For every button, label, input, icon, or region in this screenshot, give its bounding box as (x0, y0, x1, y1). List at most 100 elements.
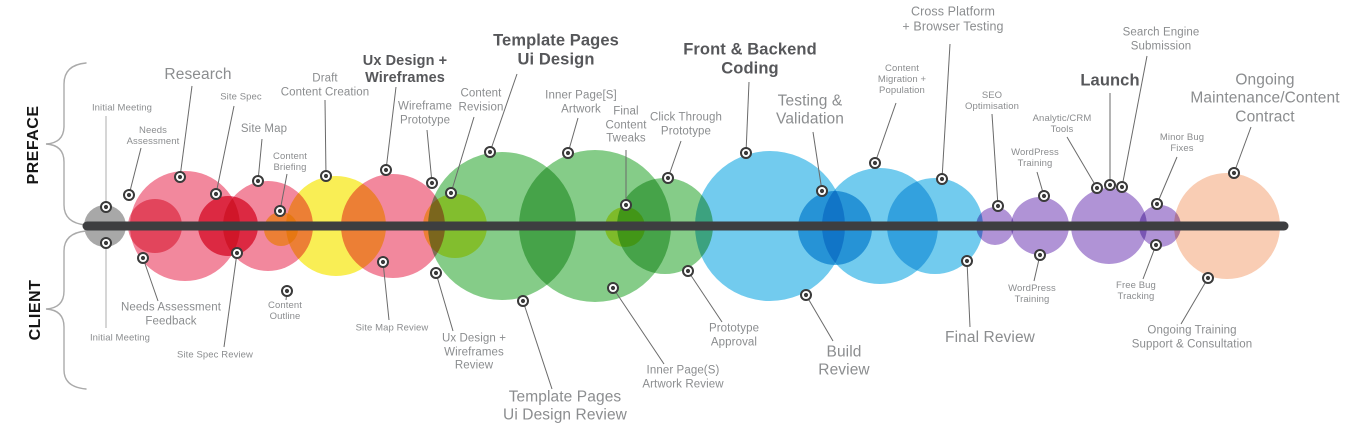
milestone-dot-core (126, 192, 132, 198)
label-minor-bug-fixes: Minor Bug Fixes (1159, 131, 1205, 154)
milestone-dot-core (277, 208, 283, 214)
connector-site-map-review (382, 261, 390, 321)
milestone-dot-core (964, 258, 970, 264)
milestone-dot-core (610, 285, 616, 291)
milestone-dot-core (140, 255, 146, 261)
milestone-dot-core (565, 150, 571, 156)
milestone-dot-core (1037, 252, 1043, 258)
label-template-pages-ui-design: Template Pages Ui Design (493, 31, 619, 69)
milestone-dot-core (1094, 185, 1100, 191)
label-ongoing-training-support-consultation: Ongoing Training Support & Consultation (1131, 324, 1253, 350)
connector-search-engine-submission (1121, 55, 1148, 188)
label-content-outline: Content Outline (268, 299, 302, 322)
milestone-dot-core (323, 173, 329, 179)
connector-prototype-approval (687, 270, 723, 323)
label-final-content-tweaks: Final Content Tweaks (605, 105, 647, 145)
milestone-dot-core (685, 268, 691, 274)
milestone-dot-core (177, 174, 183, 180)
milestone-dot-core (665, 175, 671, 181)
milestone-dot-core (819, 188, 825, 194)
connector-build-review (805, 294, 834, 342)
connector-research (179, 85, 193, 178)
milestone-dot-core (520, 298, 526, 304)
connector-testing-validation (812, 131, 823, 192)
milestone-dot-core (103, 240, 109, 246)
milestone-dot-core (380, 259, 386, 265)
connector-ux-design-wireframes-review (435, 272, 454, 332)
label-initial-meeting: Initial Meeting (89, 332, 151, 344)
label-site-map-review: Site Map Review (355, 322, 429, 334)
milestone-dot-core (1153, 242, 1159, 248)
label-launch: Launch (1080, 71, 1140, 90)
milestone-dot-core (383, 167, 389, 173)
label-seo-optimisation: SEO Optimisation (965, 89, 1019, 112)
label-ux-design-wireframes-review: Ux Design + Wireframes Review (441, 332, 507, 372)
milestone-dot-core (995, 203, 1001, 209)
label-prototype-approval: Prototype Approval (708, 322, 760, 348)
connector-cross-platform-browser-testing (941, 43, 951, 180)
label-analytic-crm-tools: Analytic/CRM Tools (1032, 112, 1092, 135)
label-wordpress-training: WordPress Training (1011, 146, 1059, 169)
milestone-dot-core (448, 190, 454, 196)
connector-needs-assessment (128, 147, 142, 196)
connector-seo-optimisation (991, 113, 999, 207)
label-content-briefing: Content Briefing (273, 150, 307, 173)
connector-click-through-prototype (667, 140, 682, 179)
connector-template-pages-ui-design-review (522, 300, 553, 390)
label-ux-design-wireframes: Ux Design + Wireframes (362, 52, 448, 86)
milestone-dot-core (743, 150, 749, 156)
label-free-bug-tracking: Free Bug Tracking (1116, 279, 1156, 302)
label-site-map: Site Map (240, 123, 288, 136)
milestone-dot-core (284, 288, 290, 294)
milestone-dot-core (1107, 182, 1113, 188)
milestone-dot-core (1154, 201, 1160, 207)
connector-ongoing-training-support-consultation (1180, 277, 1209, 325)
milestone-dot-core (433, 270, 439, 276)
label-cross-platform-browser-testing: Cross Platform + Browser Testing (902, 4, 1004, 33)
label-site-spec: Site Spec (220, 91, 262, 103)
milestone-dot-core (939, 176, 945, 182)
label-ongoing-maintenance-content-contract: Ongoing Maintenance/Content Contract (1190, 71, 1340, 126)
milestone-dot-core (1041, 193, 1047, 199)
milestone-dot-core (803, 292, 809, 298)
milestone-dot-core (234, 250, 240, 256)
connector-site-spec (215, 105, 235, 195)
label-wireframe-prototype: Wireframe Prototype (398, 100, 452, 126)
client-section-label: CLIENT (27, 279, 44, 341)
connector-content-revision (450, 116, 475, 194)
connector-ux-design-wireframes (385, 86, 397, 171)
connector-free-bug-tracking (1142, 244, 1157, 280)
milestone-dot-core (623, 202, 629, 208)
label-research: Research (164, 65, 232, 83)
connector-inner-page-s-artwork-review (612, 287, 665, 365)
label-front-backend-coding: Front & Backend Coding (683, 40, 817, 78)
label-template-pages-ui-design-review: Template Pages Ui Design Review (503, 388, 627, 424)
label-draft-content-creation: Draft Content Creation (280, 72, 370, 98)
milestone-dot-core (255, 178, 261, 184)
milestone-dot-core (429, 180, 435, 186)
label-inner-page-s-artwork: Inner Page[S] Artwork (545, 89, 617, 115)
connector-inner-page-s-artwork (567, 117, 579, 154)
connector-ongoing-maintenance-content-contract (1233, 126, 1252, 174)
milestone-dot-core (1119, 184, 1125, 190)
connector-wireframe-prototype (426, 129, 433, 184)
preface-section-label: PREFACE (25, 105, 42, 185)
connector-draft-content-creation (324, 99, 327, 177)
client-brace (45, 230, 87, 390)
label-content-migration-population: Content Migration + Population (877, 63, 927, 97)
milestone-dot-core (487, 149, 493, 155)
milestone-dot-core (1205, 275, 1211, 281)
label-build-review: Build Review (818, 343, 870, 379)
connector-needs-assessment-feedback (142, 257, 159, 302)
connector-content-briefing (279, 173, 288, 212)
connector-minor-bug-fixes (1156, 156, 1178, 205)
connector-content-migration-population (874, 102, 897, 164)
milestone-dot-core (872, 160, 878, 166)
connector-site-spec-review (223, 252, 238, 348)
label-site-spec-review: Site Spec Review (176, 349, 254, 361)
connector-front-backend-coding (745, 81, 750, 154)
connector-analytic-crm-tools (1066, 136, 1098, 189)
connector-template-pages-ui-design (489, 73, 518, 153)
